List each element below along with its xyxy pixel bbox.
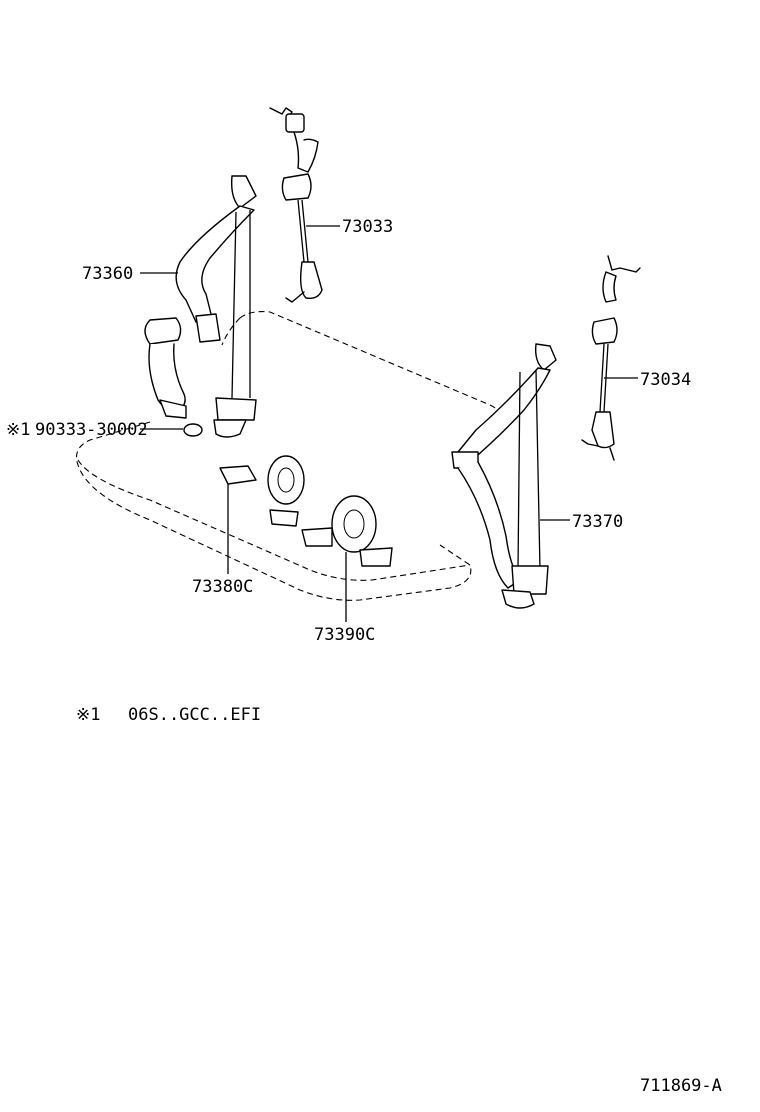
footnote-mark: ※1 <box>76 705 100 725</box>
callout-73380c: 73380C <box>192 577 253 597</box>
callout-73033: 73033 <box>342 217 393 237</box>
part-73360-drawing <box>144 175 257 438</box>
part-73370-drawing <box>451 343 557 609</box>
rear-seat-cushion-outline <box>75 311 502 601</box>
washer-90333-30002 <box>183 423 203 437</box>
callout-73370: 73370 <box>572 512 623 532</box>
callout-73390c: 73390C <box>314 625 375 645</box>
callout-73034: 73034 <box>640 370 691 390</box>
part-73033-drawing <box>269 107 323 303</box>
figure-id: 711869-A <box>640 1076 722 1096</box>
footnote-text: 06S..GCC..EFI <box>128 705 261 725</box>
callout-90333-30002: 90333-30002 <box>35 420 148 440</box>
part-73390c-drawing <box>301 495 393 567</box>
callout-note-mark: ※1 <box>6 420 30 440</box>
part-73380c-drawing <box>219 455 305 527</box>
part-73034-drawing <box>581 255 641 461</box>
callout-73360: 73360 <box>82 264 133 284</box>
